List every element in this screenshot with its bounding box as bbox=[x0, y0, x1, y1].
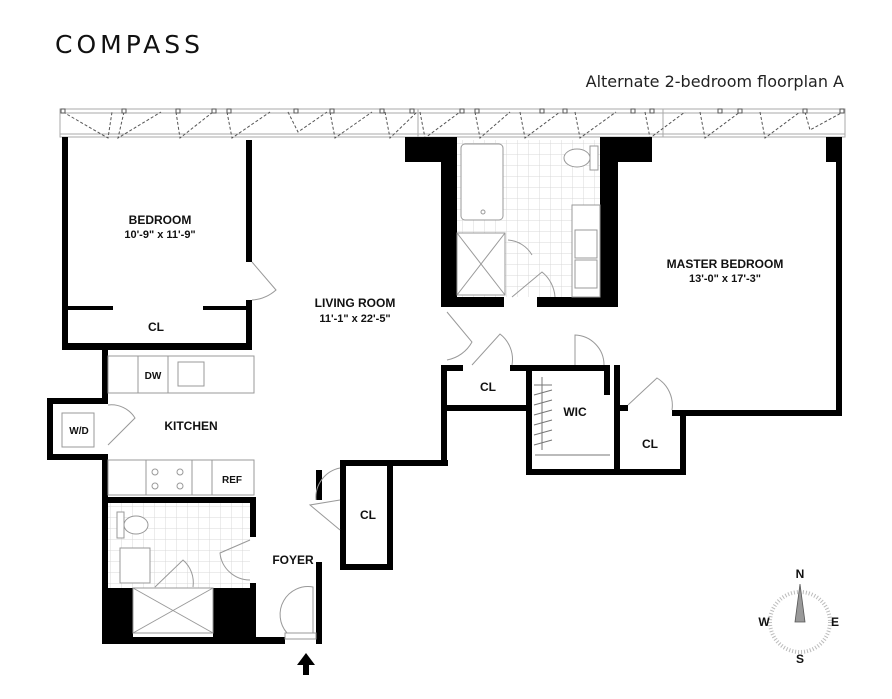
master-bedroom-dims: 13'-0" x 17'-3" bbox=[689, 273, 761, 285]
compass-west: W bbox=[758, 615, 770, 629]
room-labels: BEDROOM 10'-9" x 11'-9" LIVING ROOM 11'-… bbox=[69, 213, 783, 567]
hall-closet-label: CL bbox=[480, 380, 496, 394]
compass-rose: N S E W bbox=[758, 567, 839, 666]
kitchen-label: KITCHEN bbox=[164, 419, 217, 433]
living-room-label: LIVING ROOM bbox=[315, 296, 396, 310]
bedroom-dims: 10'-9" x 11'-9" bbox=[124, 229, 195, 241]
bedroom-label: BEDROOM bbox=[129, 213, 192, 227]
compass-east: E bbox=[831, 615, 839, 629]
master-bathroom bbox=[456, 140, 601, 298]
wic-label: WIC bbox=[563, 405, 587, 419]
washer-dryer-label: W/D bbox=[69, 426, 88, 437]
compass-south: S bbox=[796, 652, 804, 666]
floorplan-title: Alternate 2-bedroom floorplan A bbox=[585, 72, 844, 91]
master-closet-label: CL bbox=[642, 437, 658, 451]
bedroom-closet-label: CL bbox=[148, 320, 164, 334]
refrigerator-label: REF bbox=[222, 475, 242, 486]
window-strip bbox=[59, 108, 846, 140]
brand-logo: COMPASS bbox=[55, 30, 205, 59]
guest-bathroom bbox=[108, 503, 251, 634]
foyer-closet-label: CL bbox=[360, 508, 376, 522]
walls bbox=[47, 137, 842, 644]
dishwasher-label: DW bbox=[145, 371, 162, 382]
north-needle-icon bbox=[794, 583, 806, 623]
kitchen-fixtures bbox=[61, 355, 255, 496]
master-bedroom-label: MASTER BEDROOM bbox=[667, 257, 784, 271]
compass-north: N bbox=[796, 567, 805, 581]
foyer-label: FOYER bbox=[272, 553, 314, 567]
living-room-dims: 11'-1" x 22'-5" bbox=[319, 313, 390, 325]
doors bbox=[251, 261, 673, 640]
entrance-arrow-icon bbox=[297, 653, 315, 675]
